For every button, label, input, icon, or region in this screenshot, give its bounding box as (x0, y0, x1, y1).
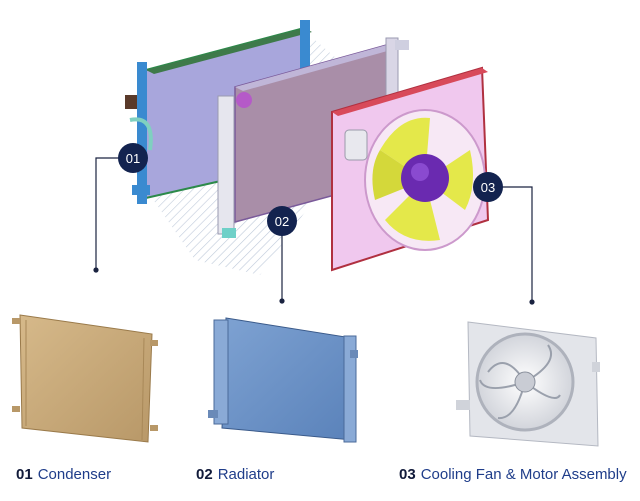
badge-01-label: 01 (126, 151, 140, 166)
leader-line-03 (502, 186, 533, 300)
caption-fan-assembly-name: Cooling Fan & Motor Assembly (420, 466, 627, 483)
caption-radiator-name: Radiator (217, 466, 275, 483)
leader-dot-01 (93, 267, 99, 273)
badge-02-label: 02 (275, 214, 289, 229)
condenser-photo (12, 314, 158, 443)
radiator-photo (208, 317, 358, 443)
leader-dot-02 (279, 298, 285, 304)
leader-dot-03 (529, 299, 535, 305)
badge-03: 03 (473, 172, 503, 202)
fan-assembly-3d (331, 66, 490, 272)
badge-01: 01 (118, 143, 148, 173)
caption-fan-assembly-number: 03 (399, 466, 416, 483)
caption-condenser-name: Condenser (37, 466, 112, 483)
badge-03-label: 03 (481, 180, 495, 195)
caption-condenser-number: 01 (16, 466, 33, 483)
badge-02: 02 (267, 206, 297, 236)
caption-radiator-number: 02 (196, 466, 213, 483)
fan-photo (456, 321, 600, 447)
leader-line-01 (95, 157, 132, 268)
